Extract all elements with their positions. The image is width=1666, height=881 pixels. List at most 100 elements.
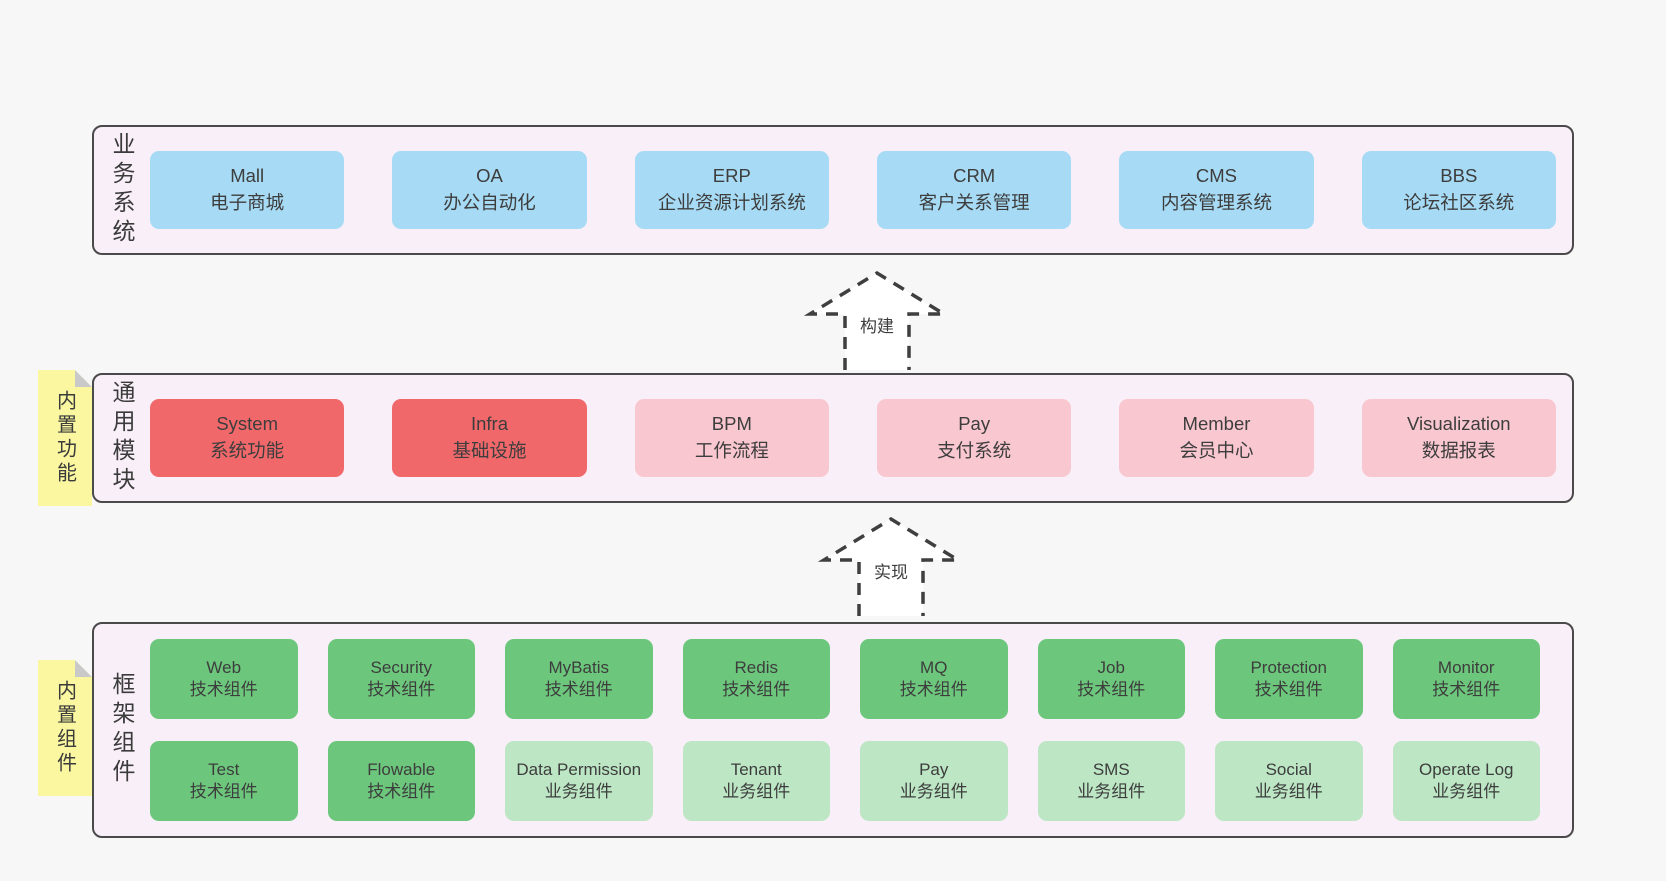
box-subtitle: 技术组件 <box>1254 680 1323 699</box>
box-visualization: Visualization 数据报表 <box>1361 399 1556 477</box>
box-title: CRM <box>953 165 996 187</box>
folded-corner-icon <box>75 370 92 387</box>
box-sms: SMS 业务组件 <box>1037 741 1185 821</box>
box-title: Operate Log <box>1418 759 1514 779</box>
folded-corner-icon <box>75 660 92 677</box>
box-oa: OA 办公自动化 <box>392 151 587 229</box>
box-subtitle: 业务组件 <box>544 782 613 801</box>
box-data-permission: Data Permission 业务组件 <box>505 741 653 821</box>
arrow-label: 构建 <box>857 311 897 338</box>
sticky-text: 内置组件 <box>53 680 76 776</box>
box-security: Security 技术组件 <box>327 639 475 719</box>
band-label-framework-components: 框架组件 <box>109 672 135 788</box>
box-title: Data Permission <box>516 759 642 779</box>
box-subtitle: 技术组件 <box>367 782 436 801</box>
box-pay-component: Pay 业务组件 <box>860 741 1008 821</box>
box-title: Job <box>1097 657 1125 677</box>
box-redis: Redis 技术组件 <box>682 639 830 719</box>
sticky-text: 内置功能 <box>53 390 76 486</box>
box-title: Flowable <box>367 759 436 779</box>
box-subtitle: 业务组件 <box>1077 782 1146 801</box>
box-monitor: Monitor 技术组件 <box>1392 639 1540 719</box>
box-test: Test 技术组件 <box>150 741 298 821</box>
box-tenant: Tenant 业务组件 <box>682 741 830 821</box>
box-job: Job 技术组件 <box>1037 639 1185 719</box>
box-row: Web 技术组件 Security 技术组件 MyBatis 技术组件 Redi… <box>150 639 1556 719</box>
box-system: System 系统功能 <box>150 399 345 477</box>
box-mybatis: MyBatis 技术组件 <box>505 639 653 719</box>
box-mq: MQ 技术组件 <box>860 639 1008 719</box>
arrow-build: 构建 <box>803 270 951 370</box>
box-protection: Protection 技术组件 <box>1215 639 1363 719</box>
box-title: Redis <box>734 657 778 677</box>
box-row: System 系统功能 Infra 基础设施 BPM 工作流程 Pay 支付系统… <box>150 399 1572 477</box>
box-subtitle: 企业资源计划系统 <box>657 192 806 213</box>
box-infra: Infra 基础设施 <box>392 399 587 477</box>
box-social: Social 业务组件 <box>1215 741 1363 821</box>
box-title: Pay <box>958 413 991 435</box>
box-subtitle: 工作流程 <box>694 440 769 461</box>
arrow-implement: 实现 <box>817 516 965 616</box>
box-subtitle: 业务组件 <box>899 782 968 801</box>
box-title: Pay <box>919 759 949 779</box>
box-title: Mall <box>230 165 265 187</box>
box-title: System <box>216 413 278 435</box>
box-title: CMS <box>1195 165 1238 187</box>
box-subtitle: 论坛社区系统 <box>1403 192 1515 213</box>
box-subtitle: 业务组件 <box>1432 782 1501 801</box>
box-subtitle: 技术组件 <box>189 680 258 699</box>
box-flowable: Flowable 技术组件 <box>327 741 475 821</box>
box-crm: CRM 客户关系管理 <box>876 151 1072 229</box>
box-title: Web <box>206 657 242 677</box>
box-title: ERP <box>712 165 751 187</box>
box-row: Mall 电子商城 OA 办公自动化 ERP 企业资源计划系统 CRM 客户关系… <box>150 151 1572 229</box>
sticky-note-built-in-components: 内置组件 <box>38 660 92 796</box>
box-member: Member 会员中心 <box>1119 399 1314 477</box>
box-title: Security <box>370 657 432 677</box>
box-subtitle: 支付系统 <box>937 440 1012 461</box>
arrow-label: 实现 <box>871 557 911 584</box>
box-subtitle: 技术组件 <box>189 782 258 801</box>
band-framework-components: 框架组件 Web 技术组件 Security 技术组件 MyBatis 技术组件… <box>92 622 1574 838</box>
box-title: Tenant <box>730 759 782 779</box>
box-title: MQ <box>920 657 948 677</box>
box-title: Test <box>208 759 240 779</box>
box-subtitle: 数据报表 <box>1421 440 1496 461</box>
box-subtitle: 业务组件 <box>1254 782 1323 801</box>
sticky-note-built-in-features: 内置功能 <box>38 370 92 506</box>
box-web: Web 技术组件 <box>150 639 298 719</box>
box-subtitle: 基础设施 <box>452 440 527 461</box>
box-row: Test 技术组件 Flowable 技术组件 Data Permission … <box>150 741 1556 821</box>
box-title: Monitor <box>1437 657 1495 677</box>
box-title: Social <box>1265 759 1312 779</box>
box-title: Member <box>1182 413 1251 435</box>
box-title: OA <box>476 165 503 187</box>
box-subtitle: 技术组件 <box>367 680 436 699</box>
box-subtitle: 电子商城 <box>210 192 285 213</box>
box-rows: Web 技术组件 Security 技术组件 MyBatis 技术组件 Redi… <box>150 639 1572 821</box>
box-bbs: BBS 论坛社区系统 <box>1361 151 1556 229</box>
box-subtitle: 技术组件 <box>1432 680 1501 699</box>
box-title: BBS <box>1440 165 1478 187</box>
box-subtitle: 技术组件 <box>722 680 791 699</box>
box-subtitle: 内容管理系统 <box>1160 192 1272 213</box>
box-mall: Mall 电子商城 <box>150 151 345 229</box>
box-title: Visualization <box>1407 413 1511 435</box>
box-title: MyBatis <box>548 657 609 677</box>
band-label-business-systems: 业务系统 <box>109 132 135 248</box>
band-business-systems: 业务系统 Mall 电子商城 OA 办公自动化 ERP 企业资源计划系统 CRM… <box>92 125 1574 255</box>
box-bpm: BPM 工作流程 <box>634 399 829 477</box>
box-subtitle: 办公自动化 <box>443 192 536 213</box>
band-label-common-modules: 通用模块 <box>109 380 135 496</box>
box-subtitle: 客户关系管理 <box>918 192 1030 213</box>
box-pay-system: Pay 支付系统 <box>876 399 1072 477</box>
box-operate-log: Operate Log 业务组件 <box>1392 741 1540 821</box>
box-erp: ERP 企业资源计划系统 <box>634 151 829 229</box>
box-subtitle: 业务组件 <box>722 782 791 801</box>
box-title: Infra <box>470 413 508 435</box>
box-subtitle: 会员中心 <box>1179 440 1254 461</box>
box-subtitle: 技术组件 <box>1077 680 1146 699</box>
box-cms: CMS 内容管理系统 <box>1119 151 1314 229</box>
box-subtitle: 系统功能 <box>210 440 285 461</box>
